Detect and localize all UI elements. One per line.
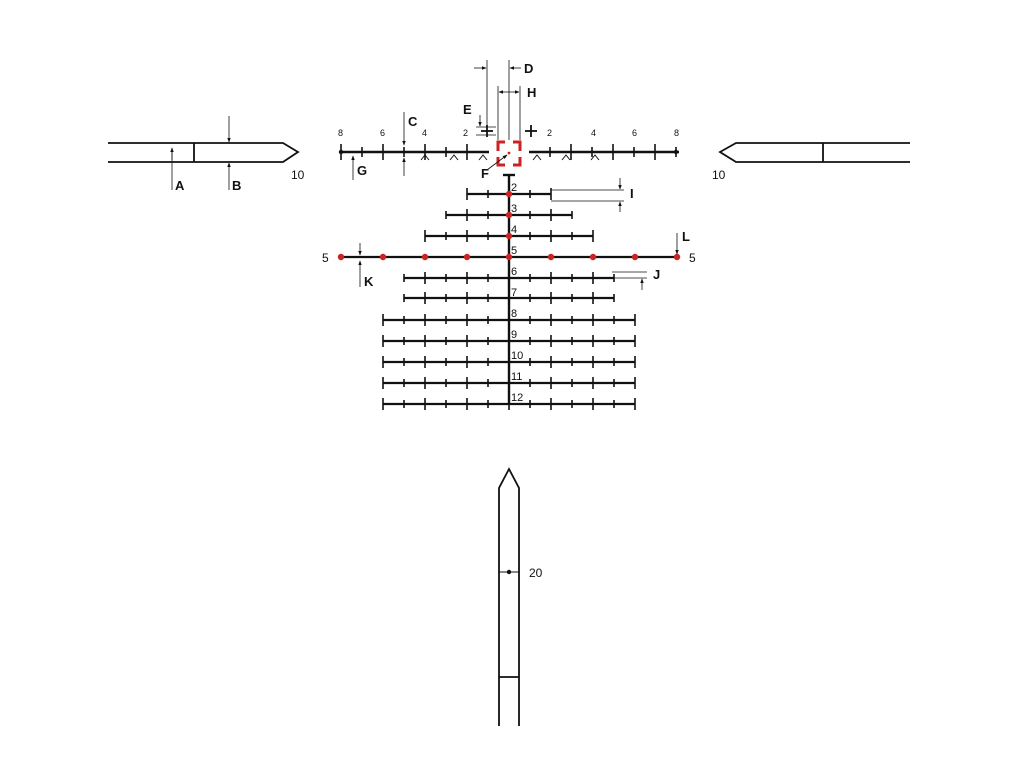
- row-number-6: 6: [511, 266, 517, 278]
- callout-g: G: [357, 163, 367, 178]
- holdover-red-dot: [547, 253, 555, 261]
- dimension-f: [486, 154, 508, 171]
- windage-label-left-2: 2: [463, 128, 468, 138]
- bottom-post-label: 20: [529, 566, 543, 580]
- holdover-red-dot: [505, 190, 513, 198]
- holdover-red-dot: [505, 253, 513, 261]
- bottom-post: [498, 467, 520, 726]
- callout-h: H: [527, 85, 536, 100]
- left-post-label: 10: [291, 168, 305, 182]
- windage-label-left-8: 8: [338, 128, 343, 138]
- row5-right-label: 5: [689, 251, 696, 265]
- right-post-label: 10: [712, 168, 726, 182]
- windage-label-left-6: 6: [380, 128, 385, 138]
- holdover-red-dot: [505, 211, 513, 219]
- row-number-12: 12: [511, 392, 523, 404]
- row-number-9: 9: [511, 329, 517, 341]
- windage-label-left-4: 4: [422, 128, 427, 138]
- holdover-red-dot: [673, 253, 681, 261]
- left-post: [108, 142, 300, 163]
- holdover-red-dot: [337, 253, 345, 261]
- holdover-red-dot: [631, 253, 639, 261]
- callout-e: E: [463, 102, 472, 117]
- windage-end-dot: [673, 149, 679, 155]
- dimension-e: [476, 115, 496, 136]
- dimension-i: [551, 178, 624, 212]
- row5-left-label: 5: [322, 251, 329, 265]
- dimension-h: [497, 86, 521, 140]
- holdover-red-dot: [421, 253, 429, 261]
- row-number-10: 10: [511, 350, 523, 362]
- holdover-tree: [337, 173, 681, 410]
- row-number-8: 8: [511, 308, 517, 320]
- windage-label-right-4: 4: [591, 128, 596, 138]
- windage-label-right-8: 8: [674, 128, 679, 138]
- callout-c: C: [408, 114, 418, 129]
- callout-i: I: [630, 186, 634, 201]
- windage-line: [338, 125, 679, 161]
- holdover-red-dot: [505, 232, 513, 240]
- row-number-4: 4: [511, 224, 517, 236]
- callout-j: J: [653, 267, 660, 282]
- row-number-7: 7: [511, 287, 517, 299]
- dimension-j: [612, 271, 647, 290]
- holdover-red-dot: [463, 253, 471, 261]
- row-number-11: 11: [511, 371, 522, 383]
- row-number-5: 5: [511, 245, 517, 257]
- row-number-2: 2: [511, 182, 517, 194]
- callout-f: F: [481, 166, 489, 181]
- callout-d: D: [524, 61, 533, 76]
- row-number-3: 3: [511, 203, 517, 215]
- right-post: [718, 142, 910, 163]
- holdover-red-dot: [589, 253, 597, 261]
- callout-b: B: [232, 178, 241, 193]
- callout-a: A: [175, 178, 185, 193]
- windage-label-right-6: 6: [632, 128, 637, 138]
- center-aim-box: [496, 140, 522, 167]
- callout-l: L: [682, 229, 690, 244]
- dimension-d: [474, 60, 521, 140]
- holdover-red-dot: [379, 253, 387, 261]
- windage-end-dot: [338, 149, 344, 155]
- callout-k: K: [364, 274, 374, 289]
- windage-label-right-2: 2: [547, 128, 552, 138]
